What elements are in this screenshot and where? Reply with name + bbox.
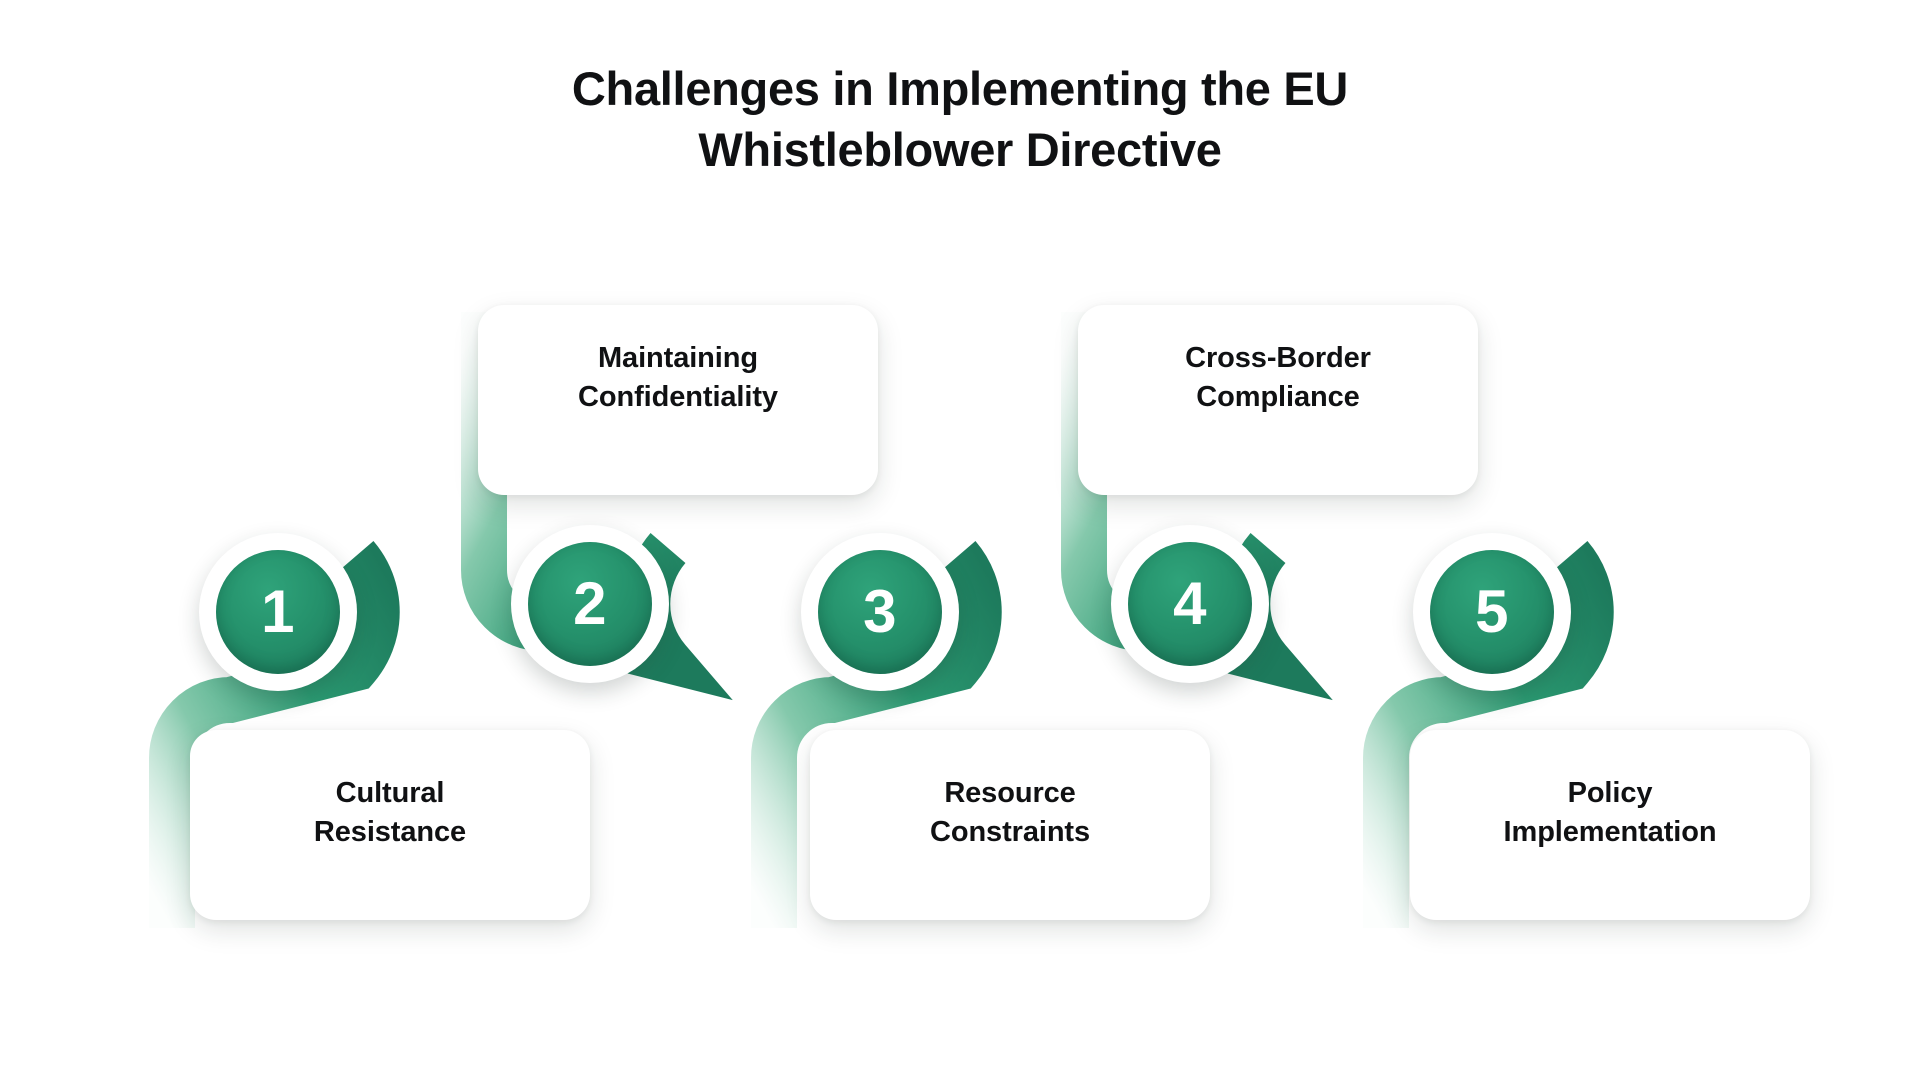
page-title-line-2: Whistleblower Directive [698, 123, 1222, 177]
step-card-3-label: Resource Constraints [930, 774, 1090, 851]
page-title: Challenges in Implementing the EU Whistl… [450, 58, 1470, 180]
step-card-5[interactable]: Policy Implementation [1410, 730, 1810, 920]
step-node-2-number: 2 [573, 570, 607, 637]
step-node-3-number: 3 [863, 578, 897, 645]
step-node-4-number: 4 [1173, 570, 1207, 637]
step-card-5-label: Policy Implementation [1504, 774, 1717, 851]
step-card-1[interactable]: Cultural Resistance [190, 730, 590, 920]
step-node-4-circle: 4 [1128, 542, 1252, 666]
step-card-2-label: Maintaining Confidentiality [578, 339, 778, 416]
step-node-5-number: 5 [1475, 578, 1509, 645]
step-card-5-label-line-1: Policy [1567, 777, 1653, 809]
step-card-4[interactable]: Cross-Border Compliance [1078, 305, 1478, 495]
step-node-3[interactable]: 3 [801, 533, 959, 691]
step-card-3-label-line-2: Constraints [929, 815, 1091, 848]
step-card-1-label-line-1: Cultural [335, 777, 445, 809]
step-card-2-label-line-1: Maintaining [597, 342, 758, 374]
step-node-1[interactable]: 1 [199, 533, 357, 691]
step-card-2[interactable]: Maintaining Confidentiality [478, 305, 878, 495]
step-card-4-label-line-2: Compliance [1196, 380, 1360, 413]
step-card-1-label: Cultural Resistance [314, 774, 466, 851]
step-node-1-circle: 1 [216, 550, 340, 674]
step-node-5[interactable]: 5 [1413, 533, 1571, 691]
step-card-4-label-line-1: Cross-Border [1185, 342, 1371, 374]
step-node-3-circle: 3 [818, 550, 942, 674]
step-node-4[interactable]: 4 [1111, 525, 1269, 683]
step-card-3-label-line-1: Resource [944, 777, 1076, 809]
step-node-2-circle: 2 [528, 542, 652, 666]
page-title-line-1: Challenges in Implementing the EU [571, 62, 1349, 115]
step-card-5-label-line-2: Implementation [1503, 815, 1717, 848]
step-card-3[interactable]: Resource Constraints [810, 730, 1210, 920]
step-node-5-circle: 5 [1430, 550, 1554, 674]
step-card-1-label-line-2: Resistance [313, 815, 467, 848]
step-card-2-label-line-2: Confidentiality [578, 380, 778, 413]
step-node-2[interactable]: 2 [511, 525, 669, 683]
step-card-4-label: Cross-Border Compliance [1185, 339, 1371, 416]
step-node-1-number: 1 [261, 578, 295, 645]
